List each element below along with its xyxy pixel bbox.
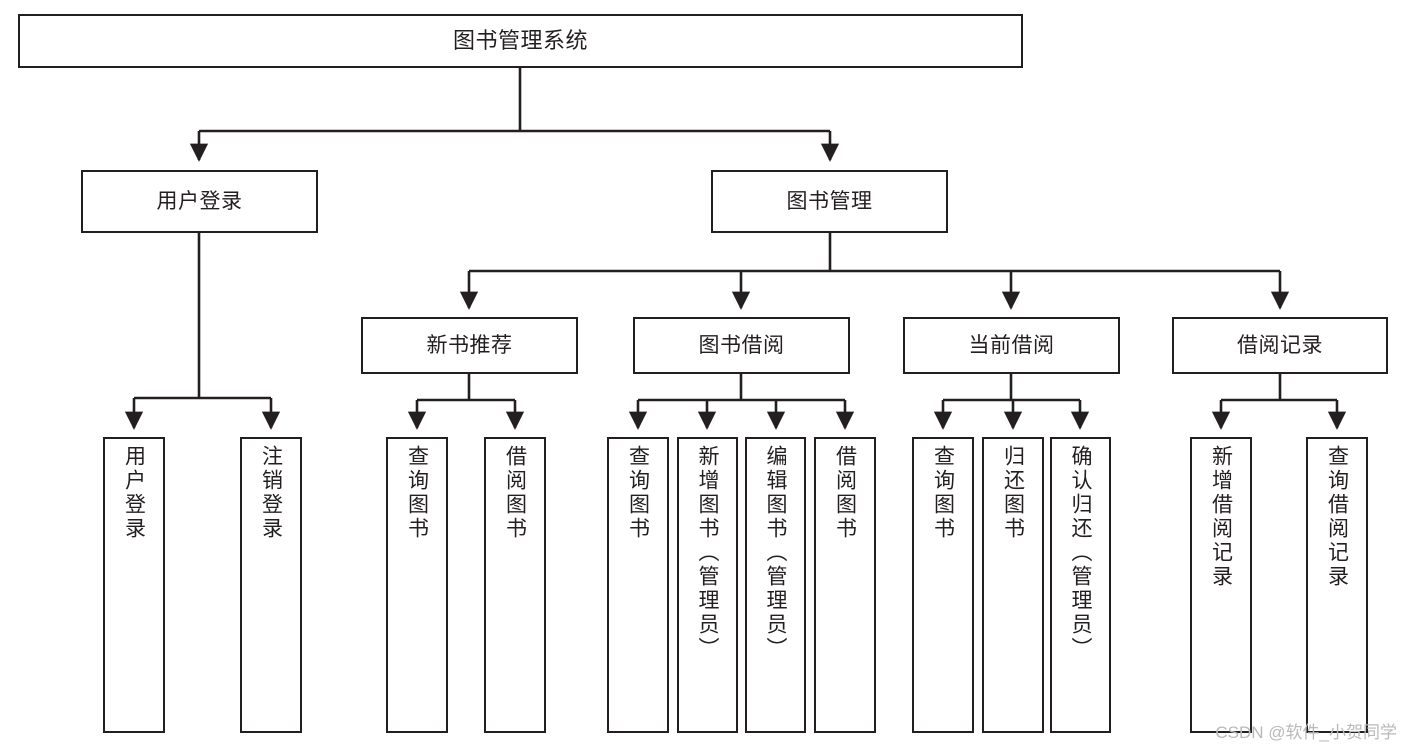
- node-level3-book-borrow[interactable]: 图书借阅: [633, 317, 850, 374]
- node-label: 查询图书: [626, 445, 650, 541]
- node-label: 图书管理: [786, 189, 873, 213]
- node-label: 图书借阅: [698, 333, 785, 357]
- leaf-node[interactable]: 借阅图书: [484, 437, 546, 733]
- leaf-node[interactable]: 查询图书: [386, 437, 448, 733]
- leaf-node[interactable]: 用户登录: [103, 437, 165, 733]
- node-level3-borrow-record[interactable]: 借阅记录: [1172, 317, 1388, 374]
- node-label: 新书推荐: [426, 333, 513, 357]
- node-root[interactable]: 图书管理系统: [18, 14, 1023, 68]
- node-label: 用户登录: [156, 189, 243, 213]
- node-level3-current-borrow[interactable]: 当前借阅: [903, 317, 1120, 374]
- leaf-node[interactable]: 新增图书（管理员）: [677, 437, 738, 733]
- node-label: 图书管理系统: [452, 27, 588, 53]
- node-label: 查询图书: [405, 445, 429, 541]
- node-label: 注销登录: [259, 445, 283, 541]
- node-label: 新增借阅记录: [1209, 445, 1233, 589]
- node-label: 查询图书: [931, 445, 955, 541]
- node-label: 当前借阅: [968, 333, 1055, 357]
- node-level2-book-management[interactable]: 图书管理: [711, 170, 948, 233]
- node-label: 新增图书（管理员）: [696, 445, 719, 661]
- node-label: 借阅记录: [1237, 333, 1323, 357]
- leaf-node[interactable]: 归还图书: [982, 437, 1044, 733]
- leaf-node[interactable]: 确认归还（管理员）: [1050, 437, 1111, 733]
- leaf-node[interactable]: 查询图书: [607, 437, 669, 733]
- node-label: 用户登录: [122, 445, 146, 541]
- leaf-node[interactable]: 查询借阅记录: [1306, 437, 1368, 733]
- csdn-watermark: CSDN @软件_小贺同学: [1215, 723, 1397, 742]
- node-level3-new-book-recommend[interactable]: 新书推荐: [361, 317, 578, 374]
- node-label: 查询借阅记录: [1325, 445, 1349, 589]
- leaf-node[interactable]: 新增借阅记录: [1190, 437, 1252, 733]
- leaf-node[interactable]: 注销登录: [240, 437, 302, 733]
- node-label: 确认归还（管理员）: [1069, 445, 1092, 661]
- leaf-node[interactable]: 查询图书: [912, 437, 974, 733]
- node-label: 借阅图书: [833, 445, 857, 541]
- leaf-node[interactable]: 编辑图书（管理员）: [745, 437, 806, 733]
- node-level2-user-login[interactable]: 用户登录: [81, 170, 318, 233]
- node-label: 归还图书: [1001, 445, 1025, 541]
- node-label: 编辑图书（管理员）: [764, 445, 787, 661]
- node-label: 借阅图书: [503, 445, 527, 541]
- leaf-node[interactable]: 借阅图书: [814, 437, 876, 733]
